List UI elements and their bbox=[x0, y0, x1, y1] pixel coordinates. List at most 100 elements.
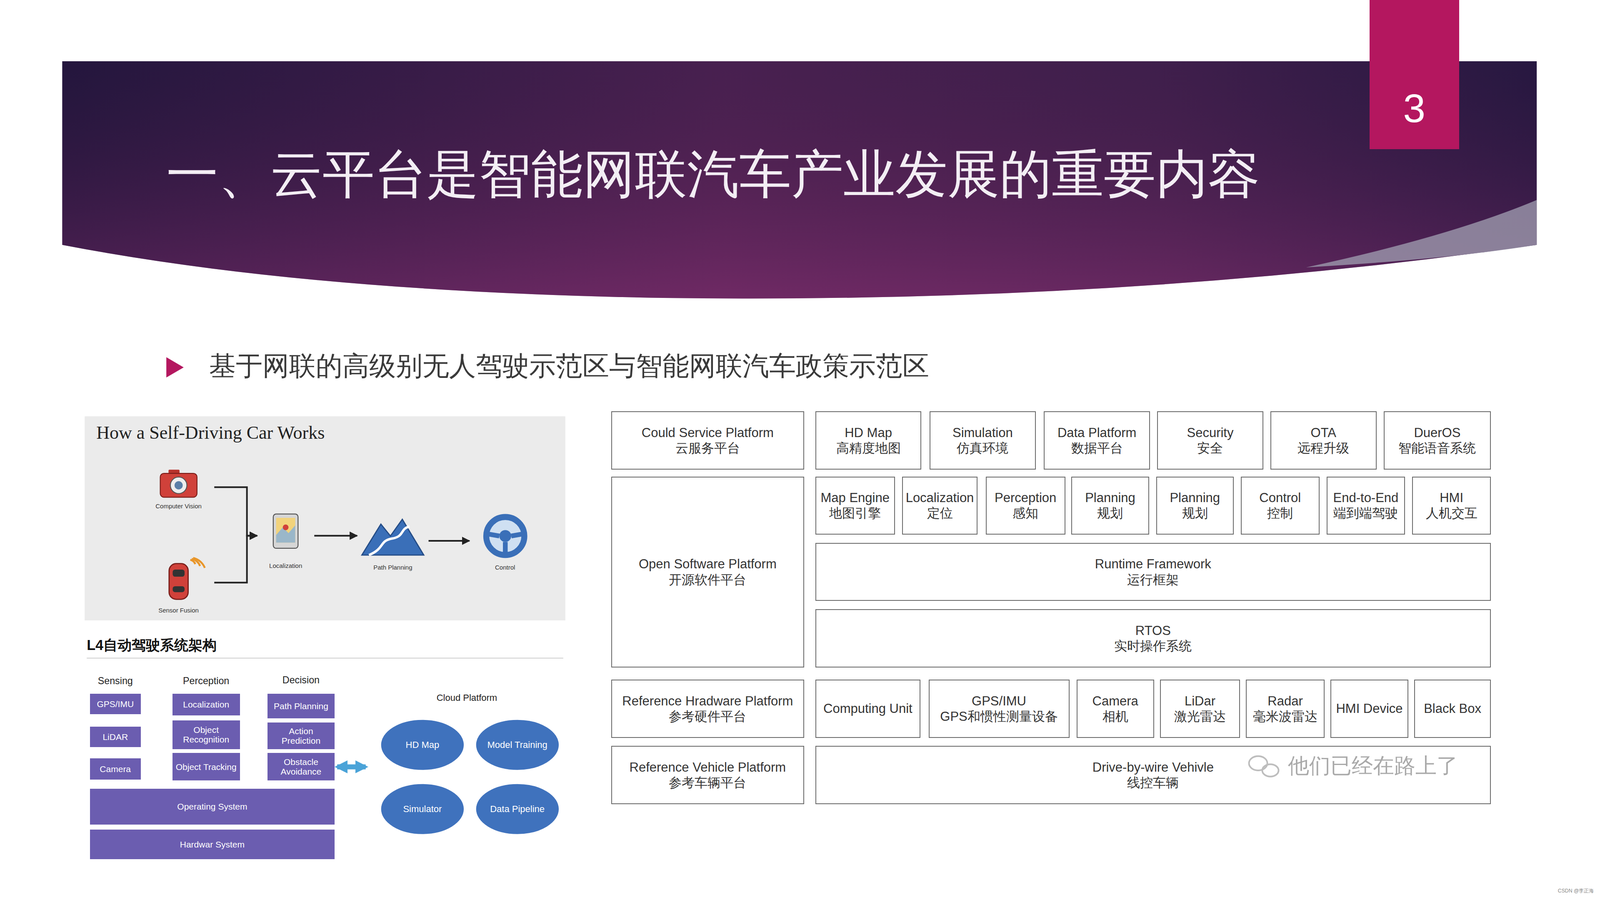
section-label: Perception bbox=[182, 675, 230, 688]
node-text: 定位 bbox=[927, 505, 953, 521]
node-text: Simulator bbox=[402, 803, 442, 815]
icon-mtn bbox=[357, 510, 429, 563]
node-text: Model Training bbox=[487, 739, 548, 750]
node-text: HMI bbox=[1439, 490, 1464, 506]
module-box: GPS/IMU bbox=[90, 693, 141, 715]
node-text: Perception bbox=[994, 490, 1057, 506]
node-text: RTOS bbox=[1135, 622, 1171, 639]
node-text: 3 bbox=[1403, 84, 1426, 133]
node-text: Hardwar System bbox=[180, 839, 245, 850]
node-text: 运行框架 bbox=[1127, 572, 1179, 588]
node-text: Data Pipeline bbox=[490, 803, 545, 815]
node-text: Localization bbox=[269, 562, 303, 570]
section-label: Sensing bbox=[97, 675, 133, 688]
node-text: Object Tracking bbox=[175, 762, 237, 772]
watermark: CSDN @李正海 bbox=[1557, 887, 1595, 895]
node-text: LiDar bbox=[1184, 693, 1216, 709]
node-text: Simulation bbox=[952, 425, 1013, 441]
node-text: 规划 bbox=[1097, 505, 1123, 521]
rule-line bbox=[86, 657, 564, 659]
icon-node: Computer Vision bbox=[142, 464, 215, 510]
node-text: Map Engine bbox=[820, 490, 890, 506]
platform-box: LiDar激光雷达 bbox=[1160, 679, 1240, 738]
flow-arrow bbox=[314, 535, 358, 537]
node-text: Object Recognition bbox=[174, 725, 239, 745]
node-text: OTA bbox=[1310, 425, 1337, 441]
platform-box: Simulation仿真环境 bbox=[929, 411, 1036, 470]
platform-box: Planning规划 bbox=[1156, 476, 1234, 535]
node-text: Camera bbox=[99, 764, 131, 774]
icon-node: Localization bbox=[257, 502, 315, 570]
node-text: 激光雷达 bbox=[1174, 708, 1226, 725]
platform-box: GPS/IMUGPS和惯性测量设备 bbox=[928, 679, 1070, 738]
node-text: Planning bbox=[1085, 490, 1136, 506]
cloud-ellipse: HD Map bbox=[379, 718, 466, 772]
module-box: Object Tracking bbox=[172, 752, 240, 781]
node-text: 端到端驾驶 bbox=[1333, 505, 1398, 521]
flow-arrow bbox=[214, 535, 258, 583]
platform-box: DuerOS智能语音系统 bbox=[1383, 411, 1491, 470]
icon-tab bbox=[257, 502, 315, 561]
platform-box: Security安全 bbox=[1157, 411, 1264, 470]
section-label: L4自动驾驶系统架构 bbox=[86, 636, 217, 654]
node-text: Drive-by-wire Vehivle bbox=[1092, 759, 1214, 775]
node-text: Path Planning bbox=[273, 701, 329, 711]
node-text: 云服务平台 bbox=[675, 440, 740, 456]
node-text: 参考硬件平台 bbox=[668, 708, 747, 725]
bullet-text: 基于网联的高级别无人驾驶示范区与智能网联汽车政策示范区 bbox=[209, 350, 930, 382]
node-text: 规划 bbox=[1182, 505, 1208, 521]
watermark: 他们已经在路上了 bbox=[1287, 752, 1458, 779]
node-text: Could Service Platform bbox=[641, 425, 774, 441]
node-text: 地图引擎 bbox=[829, 505, 881, 521]
cloud-ellipse: Simulator bbox=[379, 782, 466, 836]
module-box: Camera bbox=[90, 758, 141, 780]
icon-cam bbox=[142, 464, 215, 501]
node-text: 智能语音系统 bbox=[1398, 440, 1476, 456]
node-text: Computing Unit bbox=[823, 700, 913, 717]
node-text: HD Map bbox=[844, 425, 893, 441]
panel-ground bbox=[84, 416, 565, 621]
node-text: Computer Vision bbox=[155, 502, 202, 510]
node-text: Runtime Framework bbox=[1095, 556, 1212, 572]
node-text: Sensor Fusion bbox=[158, 606, 199, 615]
ellipse-outline bbox=[380, 719, 465, 771]
node-text: 高精度地图 bbox=[836, 440, 901, 456]
platform-box: Perception感知 bbox=[985, 476, 1066, 535]
node-text: End-to-End bbox=[1333, 490, 1399, 506]
platform-box: Could Service Platform云服务平台 bbox=[611, 411, 805, 470]
illustration-panel: How a Self-Driving Car WorksComputer Vis… bbox=[84, 416, 565, 621]
icon-art bbox=[362, 519, 425, 556]
node-text: Radar bbox=[1267, 693, 1303, 709]
platform-box: OTA远程升级 bbox=[1270, 411, 1377, 470]
node-text: LiDAR bbox=[102, 732, 128, 742]
cloud-ellipse: Model Training bbox=[474, 718, 561, 772]
panel-heading: How a Self-Driving Car Works bbox=[96, 422, 325, 445]
module-box: Operating System bbox=[90, 788, 335, 825]
platform-box: HMI Device bbox=[1330, 679, 1408, 738]
icon-node: Sensor Fusion bbox=[142, 550, 215, 615]
title-banner bbox=[62, 61, 1537, 299]
banner-wedge bbox=[1306, 200, 1537, 268]
flow-arrow bbox=[214, 487, 258, 536]
icon-art bbox=[485, 517, 524, 555]
icon-art bbox=[160, 469, 197, 498]
platform-box: Data Platform数据平台 bbox=[1043, 411, 1150, 470]
node-text: Control bbox=[495, 563, 515, 572]
platform-box: Computing Unit bbox=[815, 679, 921, 738]
module-box: LiDAR bbox=[90, 726, 141, 748]
node-text: Security bbox=[1186, 425, 1234, 441]
platform-box: Open Software Platform开源软件平台 bbox=[611, 476, 805, 668]
cloud-region: Cloud PlatformHD MapModel TrainingSimula… bbox=[367, 690, 567, 843]
node-text: 人机交互 bbox=[1425, 505, 1478, 521]
section-label: Decision bbox=[282, 674, 320, 687]
platform-box: Black Box bbox=[1414, 679, 1491, 738]
node-text: GPS和惯性测量设备 bbox=[940, 708, 1058, 725]
module-box: Object Recognition bbox=[172, 720, 240, 750]
node-text: Open Software Platform bbox=[638, 556, 777, 572]
node-text: DuerOS bbox=[1413, 425, 1461, 441]
ellipse-outline bbox=[475, 783, 560, 835]
node-text: 远程升级 bbox=[1297, 440, 1350, 456]
ellipse-outline bbox=[475, 719, 560, 771]
node-text: 线控车辆 bbox=[1127, 775, 1179, 791]
node-text: Reference Hradware Platform bbox=[622, 693, 793, 709]
